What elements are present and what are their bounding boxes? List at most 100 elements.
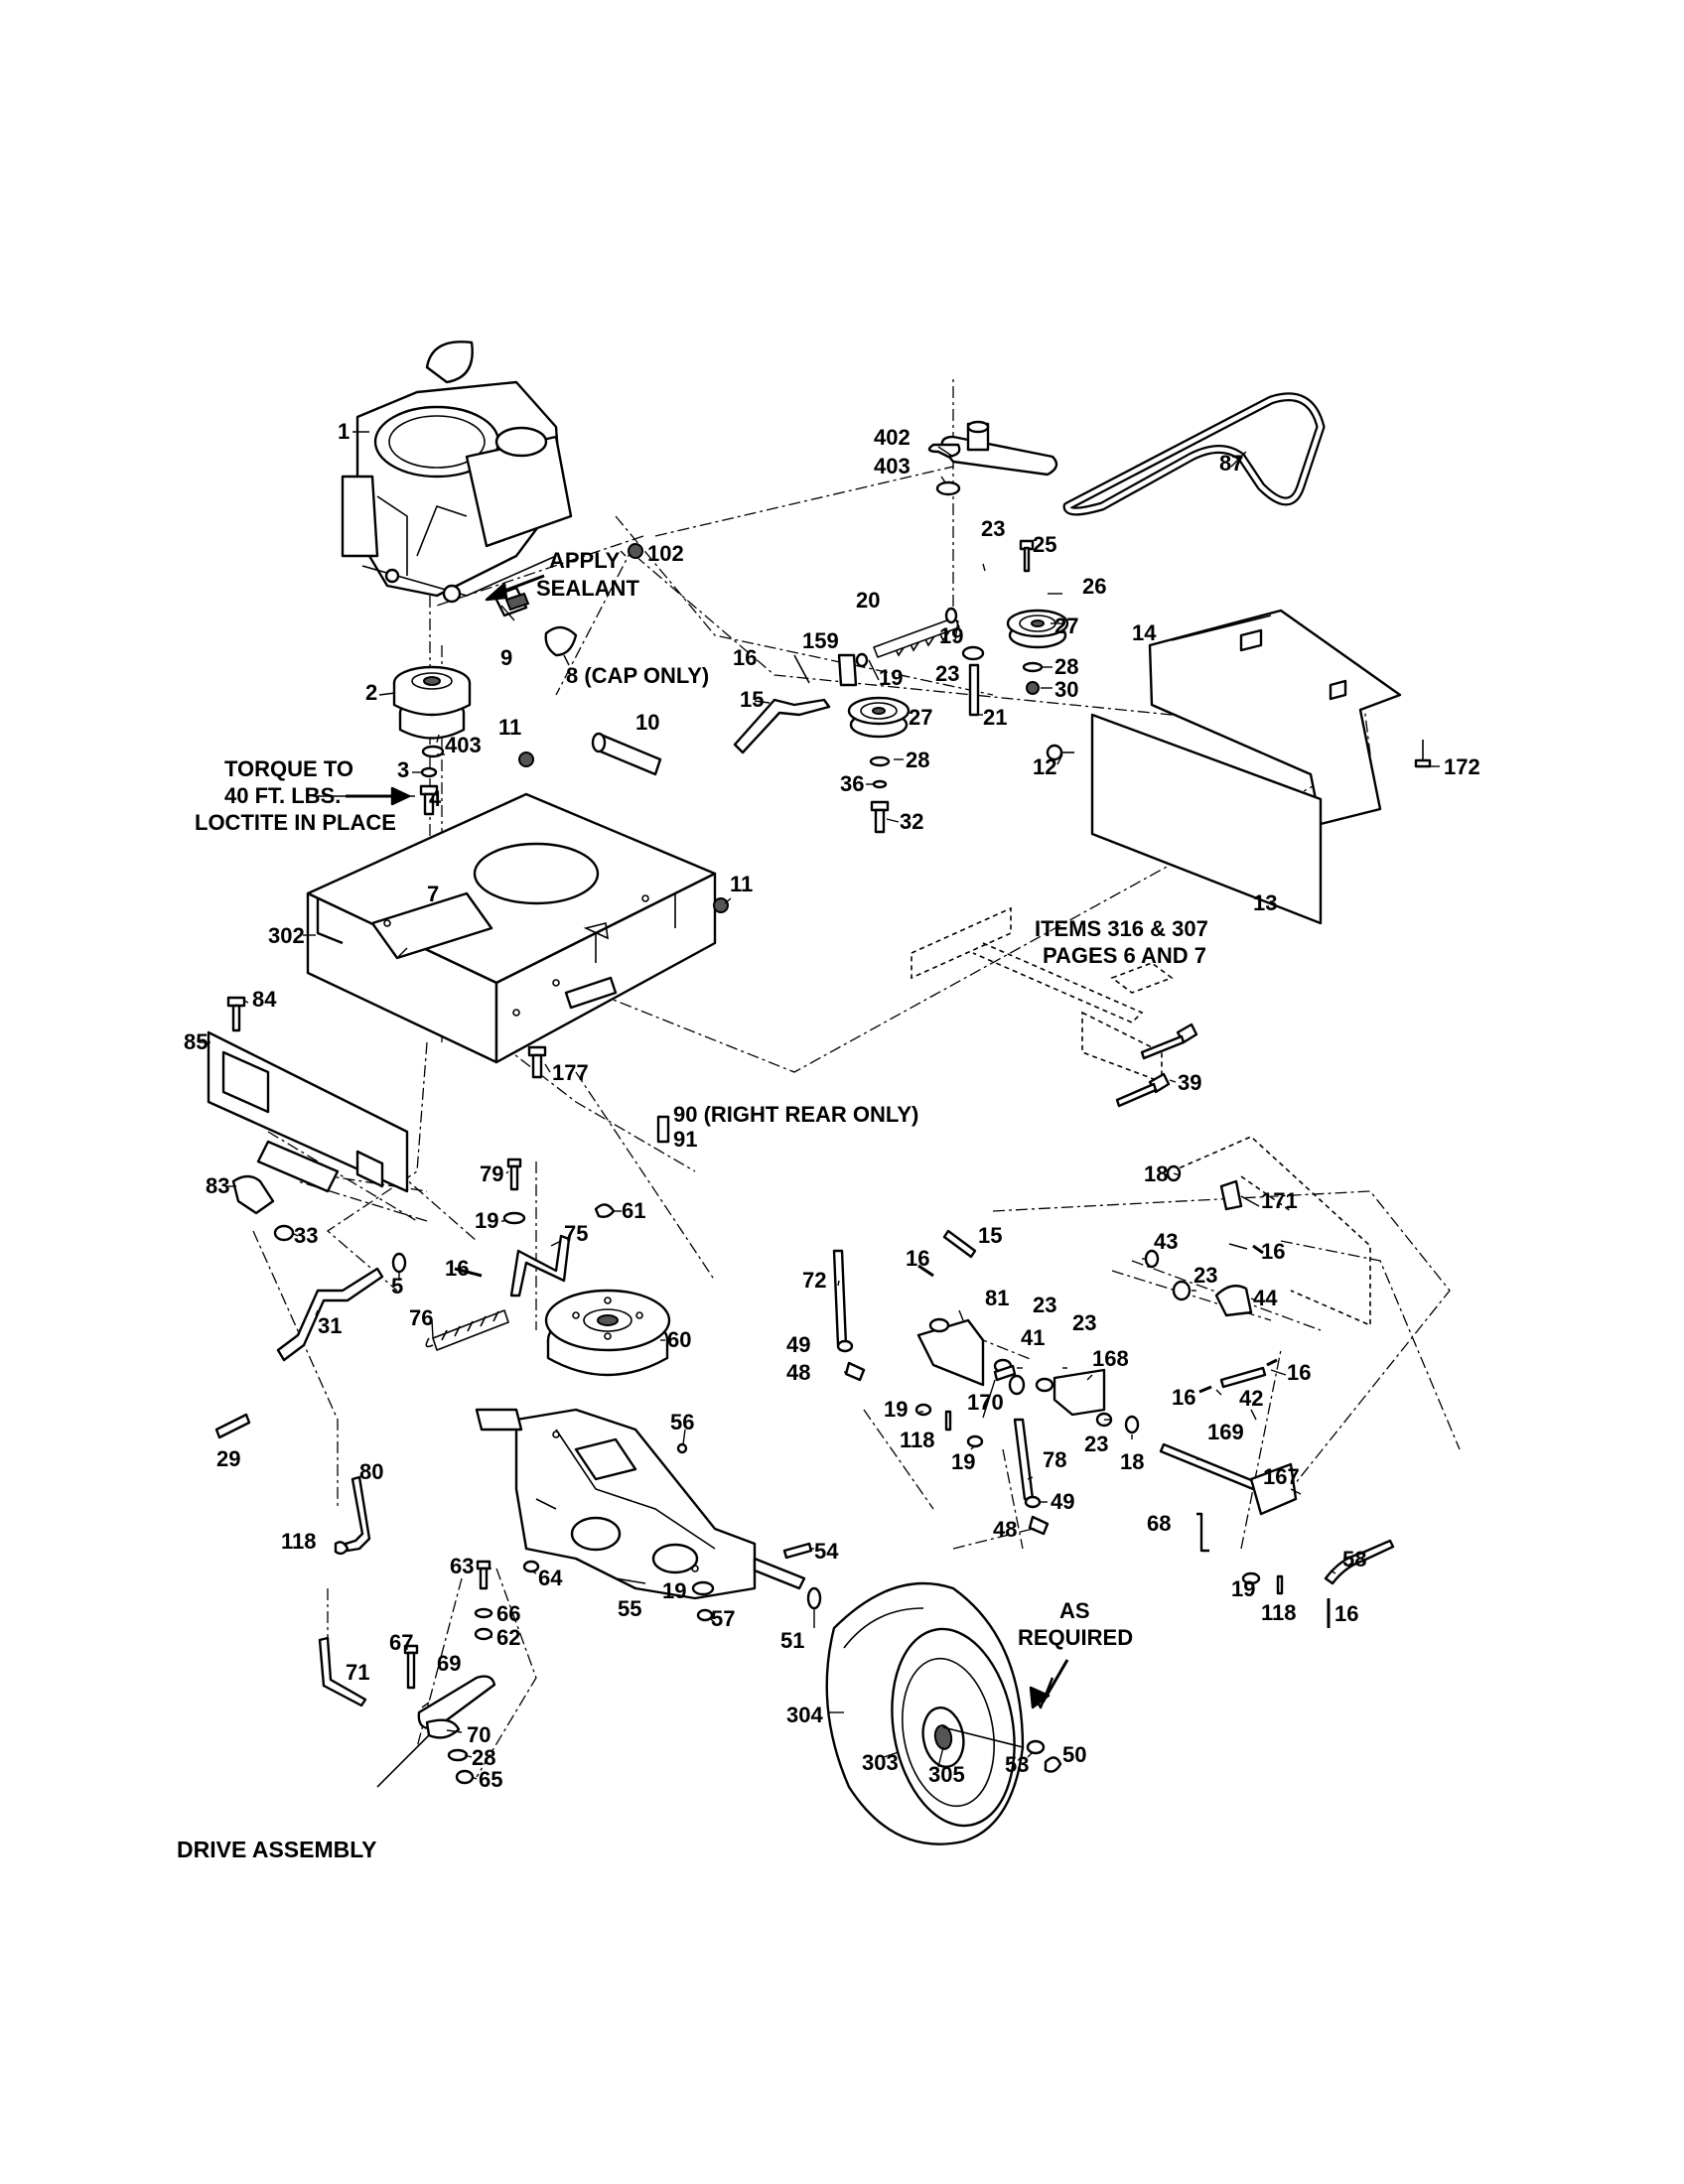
callout-19d: 19 [884,1397,908,1422]
bolt-25-shank [1023,546,1031,573]
screw-171 [1228,1243,1248,1250]
rear-wheel [825,1581,1025,1845]
callout-91: 91 [673,1127,697,1152]
note-torque-1: TORQUE TO [224,756,353,781]
note-required: REQUIRED [1018,1625,1133,1650]
callout-9: 9 [500,645,512,670]
callout-16f: 16 [1172,1385,1195,1410]
pin-16e [1266,1358,1278,1367]
bracket-167 [1249,1462,1298,1516]
washer-19g [1241,1571,1261,1585]
cam-44 [1214,1285,1253,1317]
callout-16a: 16 [733,645,757,670]
callout-81: 81 [985,1286,1009,1310]
callout-18a: 18 [1144,1161,1168,1186]
rod-42 [1219,1366,1267,1389]
callout-19f: 19 [662,1578,686,1603]
note-torque-2: 40 FT. LBS. [224,783,341,808]
pin-16f [1198,1385,1212,1394]
callout-56: 56 [670,1410,694,1434]
idler-spring [873,616,960,658]
callout-43: 43 [1154,1229,1178,1254]
callout-23a: 23 [981,516,1005,541]
rod-78 [1013,1418,1035,1501]
callout-49b: 49 [1051,1489,1074,1514]
pin-16a [793,654,810,684]
bolt-39 [1115,1023,1198,1108]
callout-177: 177 [552,1060,589,1085]
washer-66 [474,1607,493,1619]
callout-83: 83 [206,1173,229,1198]
callout-168: 168 [1092,1346,1129,1371]
nut-11b [713,897,729,913]
callout-19e: 19 [951,1449,975,1474]
drive-belt [1062,392,1326,516]
clip-61 [594,1203,616,1219]
callout-12: 12 [1033,754,1056,779]
callout-23f: 23 [1084,1432,1108,1456]
callout-58: 58 [1342,1547,1366,1571]
pin-16b [454,1267,483,1278]
screw-12 [1046,744,1074,761]
callout-11a: 11 [498,715,521,740]
rod-68 [1196,1512,1209,1553]
rod-75 [509,1234,571,1297]
rod-71 [318,1636,367,1707]
callout-39: 39 [1178,1070,1201,1095]
nut-65 [455,1769,475,1785]
bracket-83 [231,1174,275,1215]
bolt-79 [506,1158,522,1191]
cam-41 [1008,1374,1026,1396]
callout-172: 172 [1444,754,1480,779]
bushing-23c [1172,1280,1192,1301]
nut-49b [1024,1495,1042,1509]
callout-44: 44 [1253,1286,1278,1310]
clip-118c [1276,1574,1284,1595]
callout-28b: 28 [906,748,929,772]
callout-70: 70 [467,1722,491,1747]
callout-33: 33 [294,1223,318,1248]
callout-69: 69 [437,1651,461,1676]
callout-31: 31 [318,1313,342,1338]
note-cap-only: 8 (CAP ONLY) [566,663,709,688]
rod-15b [942,1229,977,1259]
note-apply: APPLY [549,548,621,573]
idler-arm [940,435,1058,477]
bolt-25 [1019,539,1035,551]
key-54 [782,1542,813,1560]
transaxle [475,1408,806,1600]
callout-48a: 48 [786,1360,810,1385]
callout-54: 54 [814,1539,839,1564]
callout-87: 87 [1219,451,1243,476]
bracket-81 [916,1318,985,1387]
callout-18b: 18 [1120,1449,1144,1474]
transaxle-pulley [544,1289,671,1377]
callout-13: 13 [1253,890,1277,915]
leader-line-69 [376,1726,438,1788]
washer-403b [935,480,961,496]
callout-304: 304 [786,1703,823,1727]
callout-23c: 23 [1193,1263,1217,1288]
shoulder-bolt-21 [968,663,980,717]
callout-84: 84 [252,987,277,1012]
callout-numbers: 1 102 9 2 403 3 4 11 10 402 403 23 25 26… [184,419,1480,1792]
callout-27a: 27 [1054,614,1078,638]
rear-shield [1148,609,1402,826]
callout-16d: 16 [906,1246,929,1271]
bushing-23a-top [966,420,990,434]
callout-1: 1 [338,419,350,444]
callout-53: 53 [1005,1752,1029,1777]
callout-3: 3 [397,757,409,782]
callout-64: 64 [538,1566,563,1590]
idler-pulley-lower [847,696,911,739]
engine [341,341,573,604]
callout-10: 10 [635,710,659,735]
callout-118a: 118 [900,1428,935,1452]
lever-rod-31 [276,1267,384,1362]
callout-60: 60 [667,1327,691,1352]
washer-19e [966,1434,984,1448]
washer-28b [869,755,891,767]
callout-303: 303 [862,1750,899,1775]
spacer-tube [591,732,662,776]
